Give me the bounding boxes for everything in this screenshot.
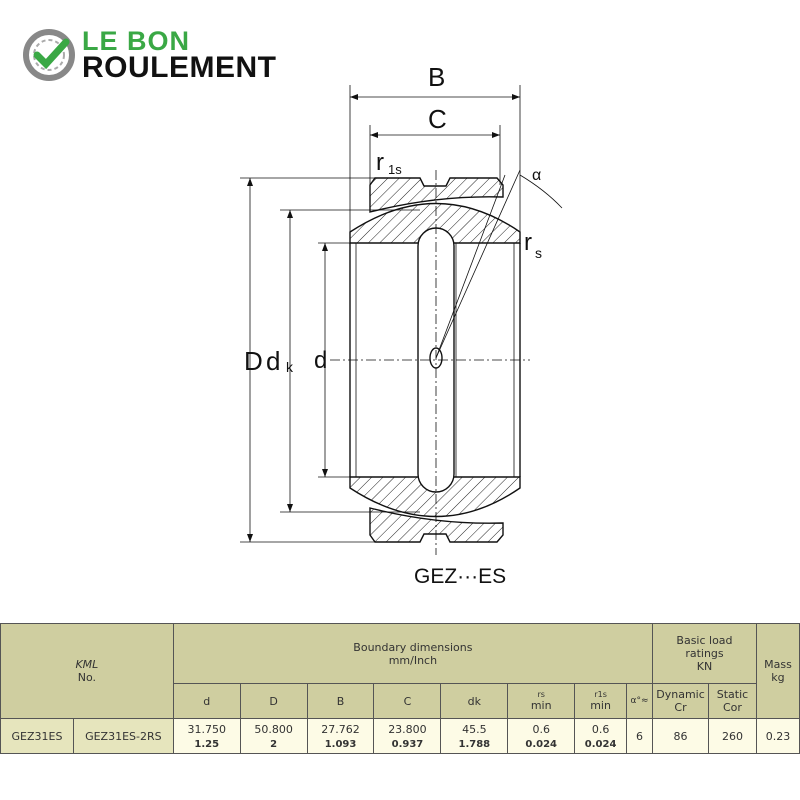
mm: 50.800: [254, 722, 293, 736]
mm: 45.5: [462, 722, 487, 736]
dyn-label: Dynamic: [656, 688, 705, 701]
label-r1s-sub: 1s: [388, 162, 402, 177]
cell-C: 23.800 0.937: [373, 718, 442, 754]
mm: 31.750: [187, 722, 226, 736]
col-d: d: [172, 683, 241, 719]
cell-static: 260: [708, 718, 757, 754]
bearing-diagram: B C r 1s α r s D d k d GEZ···ES: [240, 62, 563, 588]
logo-line1: LE BON: [82, 26, 191, 56]
cell-dk: 45.5 1.788: [440, 718, 509, 754]
label-d: d: [314, 347, 327, 374]
label-alpha: α: [532, 167, 541, 184]
diagram-caption: GEZ···ES: [414, 565, 506, 588]
cell-d: 31.750 1.25: [172, 718, 241, 754]
inner-ring-top: [349, 202, 521, 244]
col-dk: dk: [440, 683, 509, 719]
inner-ring-bottom: [349, 476, 521, 518]
col-C: C: [373, 683, 442, 719]
label-rs: r: [524, 229, 532, 256]
boundary-label: Boundary dimensions: [353, 640, 473, 654]
mm: 0.6: [532, 722, 550, 736]
dyn-label2: Cr: [674, 701, 687, 714]
mass-unit: kg: [771, 671, 785, 684]
inch: 0.937: [391, 738, 424, 750]
cell-alpha: 6: [626, 718, 654, 754]
cell-B: 27.762 1.093: [306, 718, 375, 754]
label-C: C: [428, 104, 447, 134]
load-label2: ratings: [685, 647, 724, 660]
mm: 27.762: [321, 722, 360, 736]
logo-line2: ROULEMENT: [82, 51, 277, 84]
mm: 23.800: [388, 722, 427, 736]
inch: 0.024: [525, 738, 558, 750]
r1s-label: r1s: [594, 690, 607, 699]
inch: 1.093: [324, 738, 357, 750]
col-B: B: [306, 683, 375, 719]
units-label: mm/Inch: [388, 653, 438, 667]
table-row: GEZ31ES GEZ31ES-2RS 31.750 1.25 50.800 2 2…: [0, 718, 800, 754]
part-number-2rs: GEZ31ES-2RS: [72, 718, 174, 754]
label-dk-sub: k: [286, 359, 294, 375]
label-rs-sub: s: [535, 245, 542, 261]
cell-dynamic: 86: [652, 718, 709, 754]
outer-ring-top: [369, 177, 504, 213]
mass-label: Mass: [764, 658, 792, 671]
inch: 1.25: [194, 738, 220, 750]
load-label: Basic load: [676, 634, 733, 647]
stat-label2: Cor: [723, 701, 742, 714]
cell-r1s: 0.6 0.024: [574, 718, 628, 754]
mm: 0.6: [591, 722, 610, 736]
rs-label: rs: [537, 690, 545, 699]
col-D: D: [239, 683, 308, 719]
label-D: D: [244, 346, 263, 376]
cell-mass: 0.23: [755, 718, 800, 754]
label-dk: d: [266, 346, 280, 376]
cell-D: 50.800 2: [239, 718, 308, 754]
col-alpha: α°≈: [626, 683, 654, 719]
load-unit: KN: [696, 660, 713, 673]
outer-ring-bottom: [369, 507, 504, 543]
r1s-min: min: [590, 699, 611, 712]
inch: 0.024: [584, 738, 617, 750]
inch: 1.788: [458, 738, 491, 750]
brand: KML: [75, 658, 99, 671]
rs-min: min: [530, 699, 552, 712]
stat-label: Static: [716, 688, 749, 701]
cell-rs: 0.6 0.024: [507, 718, 576, 754]
part-number: GEZ31ES: [0, 718, 74, 754]
no-label: No.: [77, 671, 97, 684]
inch: 2: [270, 738, 278, 750]
bearing-check-icon: [23, 29, 75, 81]
label-B: B: [428, 62, 445, 92]
label-r1s: r: [376, 149, 384, 176]
logo: LE BON ROULEMENT: [22, 26, 302, 84]
